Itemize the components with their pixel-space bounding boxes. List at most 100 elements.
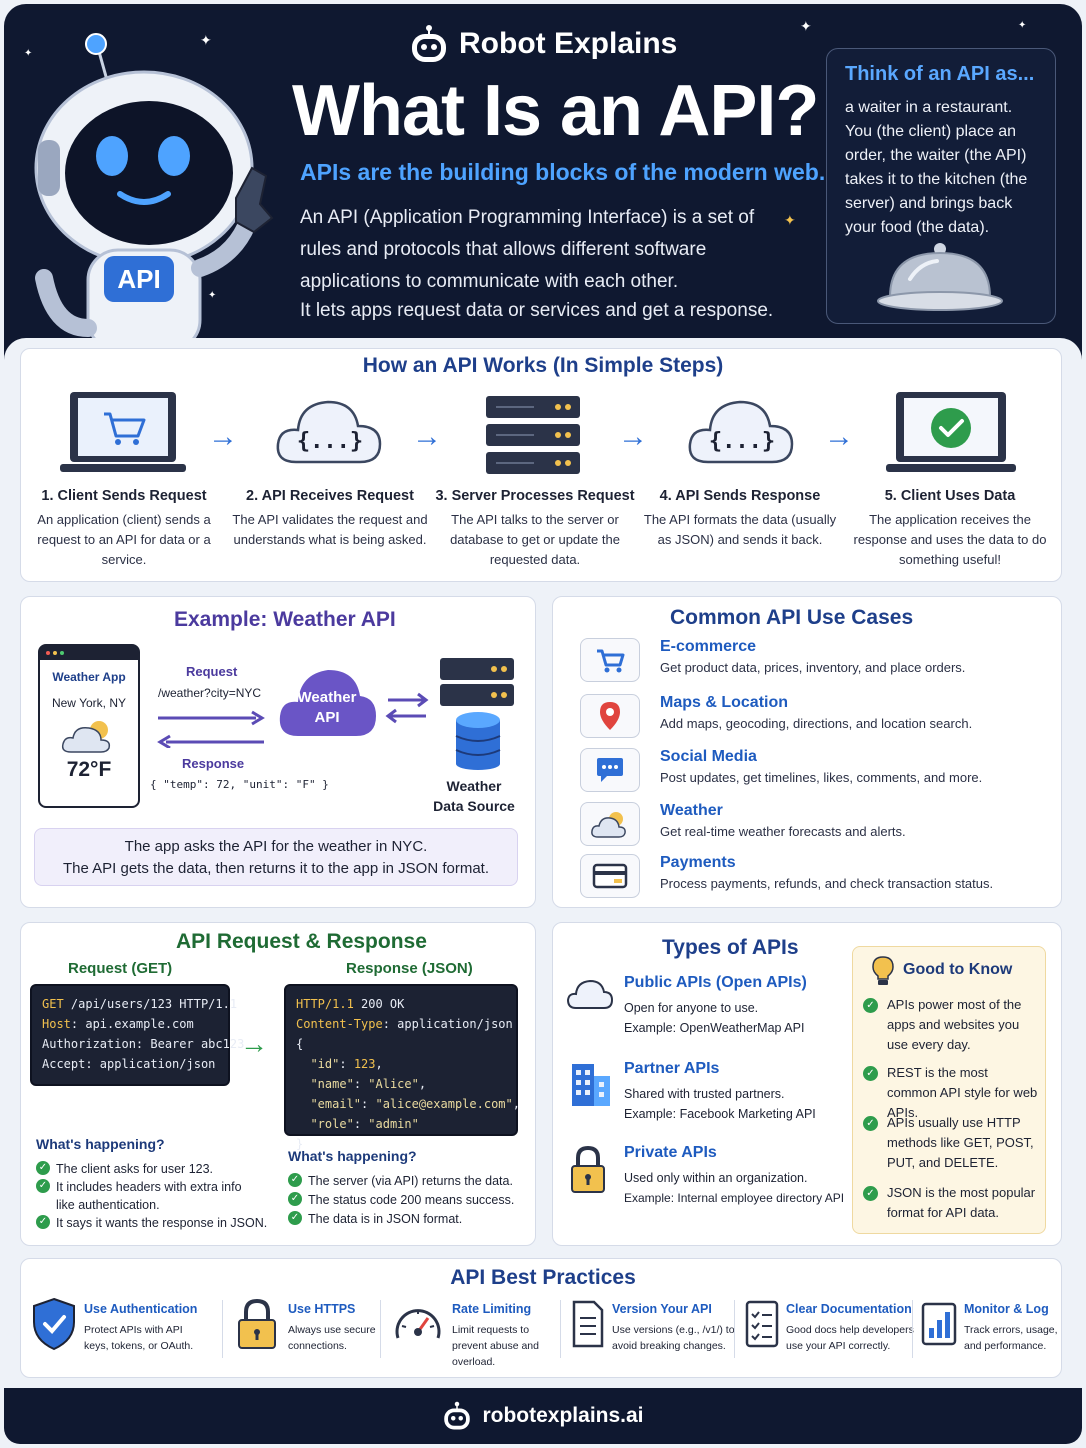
weather-temp: 72°F [66, 758, 112, 781]
building-icon [572, 1064, 610, 1106]
database-server-icon [440, 658, 514, 770]
request-path: /weather?city=NYC [158, 686, 262, 700]
arrow-right-icon: → [618, 420, 648, 453]
weather-note-line2: The API gets the data, then returns it t… [62, 860, 490, 877]
practice-desc: Good docs help developers use your API c… [786, 1324, 914, 1352]
divider [380, 1300, 381, 1358]
cart-icon [580, 638, 640, 682]
weather-api-cloud: Weather API [276, 660, 378, 744]
data-source-line1: Weather [446, 778, 502, 794]
weather-note-line1: The app asks the API for the weather in … [124, 838, 428, 855]
cloud-icon [279, 670, 376, 736]
use-case-desc: Get product data, prices, inventory, and… [660, 660, 966, 675]
brand-name: Robot Explains [459, 27, 678, 60]
weather-app-phone: Weather App New York, NY 72°F [38, 644, 140, 808]
bidirectional-arrow-icon [385, 692, 429, 724]
step-title: 4. API Sends Response [659, 488, 821, 504]
brand: Robot Explains [409, 24, 677, 64]
request-title: Request (GET) [68, 960, 173, 977]
response-whats-happening: What's happening? [288, 1148, 417, 1164]
step-desc: The application receives the response an… [853, 512, 1047, 567]
practice-title: Rate Limiting [452, 1302, 532, 1316]
footer: robotexplains.ai [4, 1388, 1082, 1444]
chat-bubble-icon [580, 748, 640, 792]
use-case-title: E-commerce [660, 638, 757, 655]
robot-logo-icon [412, 25, 446, 62]
type-example: Example: Internal employee directory API [624, 1191, 845, 1205]
type-desc: Open for anyone to use. [624, 1001, 759, 1015]
use-case-title: Social Media [660, 748, 757, 765]
partly-cloudy-icon [580, 802, 640, 846]
weather-api-line2: API [314, 709, 340, 726]
page-subtitle: APIs are the building blocks of the mode… [300, 159, 826, 185]
footer-site-link[interactable]: robotexplains.ai [482, 1404, 644, 1427]
use-case-title: Weather [660, 802, 723, 819]
intro-text-2: It lets apps request data or services an… [300, 300, 774, 321]
type-partner: Partner APIs Shared with trusted partner… [624, 1060, 854, 1124]
use-case-title: Maps & Location [660, 694, 789, 711]
response-label: Response [182, 756, 245, 771]
step-title: 3. Server Processes Request [435, 488, 635, 504]
best-practices-title: API Best Practices [450, 1266, 636, 1289]
weather-note: The app asks the API for the weather in … [34, 828, 518, 886]
padlock-icon [238, 1298, 276, 1349]
type-title: Private APIs [624, 1144, 717, 1161]
step-desc: The API validates the request and unders… [232, 512, 428, 547]
type-desc: Used only within an organization. [624, 1171, 808, 1185]
response-code-block: HTTP/1.1 200 OK Content-Type: applicatio… [284, 984, 520, 1151]
step-desc: The API talks to the server or database … [450, 512, 620, 567]
response-body: { "temp": 72, "unit": "F" } [150, 778, 329, 791]
type-private: Private APIs Used only within an organiz… [624, 1144, 854, 1208]
practice-desc: Track errors, usage, and performance. [964, 1324, 1058, 1352]
practice-title: Monitor & Log [964, 1302, 1049, 1316]
analogy-text: a waiter in a restaurant. You (the clien… [845, 99, 1028, 236]
svg-text:API: API [117, 264, 160, 294]
credit-card-icon [580, 854, 640, 898]
arrow-right-icon: → [824, 420, 854, 453]
use-case-title: Payments [660, 854, 736, 871]
arrow-right-icon: → [208, 420, 238, 453]
robot-logo-icon [444, 1401, 471, 1430]
data-source-label: Weather Data Source [424, 776, 524, 816]
good-to-know-item: APIs usually use HTTP methods like GET, … [863, 1113, 1039, 1173]
divider [222, 1300, 223, 1358]
practice-desc: Limit requests to prevent abuse and over… [452, 1324, 539, 1368]
robot-mascot: API [4, 28, 294, 373]
divider [912, 1300, 913, 1358]
response-check-item: The server (via API) returns the data. [288, 1172, 528, 1190]
page-title: What Is an API? [292, 71, 819, 151]
best-practices-panel [20, 1258, 1062, 1378]
practice-title: Use HTTPS [288, 1302, 356, 1316]
padlock-icon [571, 1145, 605, 1193]
practice-desc: Always use secure connections. [288, 1324, 376, 1352]
step-desc: An application (client) sends a request … [37, 512, 211, 567]
server-icon [486, 396, 580, 474]
cloud-api-icon: {...} [276, 400, 382, 464]
type-title: Public APIs (Open APIs) [624, 974, 807, 991]
lightbulb-icon [872, 956, 894, 985]
divider [560, 1300, 561, 1358]
arrow-right-icon: → [240, 1028, 268, 1059]
checklist-icon [745, 1300, 779, 1348]
shield-icon [33, 1297, 75, 1351]
practice-title: Version Your API [612, 1302, 712, 1316]
type-desc: Shared with trusted partners. [624, 1087, 785, 1101]
use-case-desc: Get real-time weather forecasts and aler… [660, 824, 906, 839]
types-title: Types of APIs [662, 936, 799, 959]
laptop-check-icon [886, 392, 1016, 472]
request-check-item: It includes headers with extra info like… [36, 1178, 256, 1214]
type-title: Partner APIs [624, 1060, 720, 1077]
weather-app-name: Weather App [52, 670, 126, 684]
good-to-know-item: APIs power most of the apps and websites… [863, 995, 1039, 1055]
step-title: 2. API Receives Request [246, 488, 414, 504]
data-source-line2: Data Source [433, 798, 515, 814]
reqres-title: API Request & Response [176, 930, 427, 953]
document-icon [572, 1300, 604, 1348]
cloud-glyph: {...} [297, 429, 363, 454]
partly-cloudy-icon [61, 721, 111, 753]
weather-api-line1: Weather [297, 689, 357, 706]
request-response-arrows [157, 710, 265, 748]
